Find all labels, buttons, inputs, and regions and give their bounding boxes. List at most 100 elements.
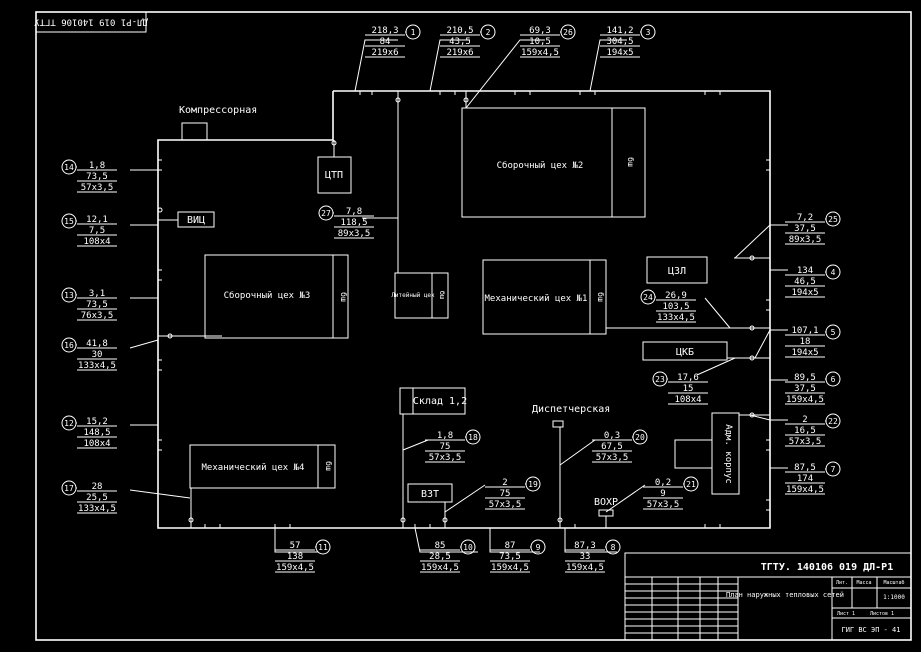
node-value: 3,1 xyxy=(89,289,105,299)
admin-label: Адм. корпус xyxy=(723,424,733,484)
vohr-label: ВОХР xyxy=(594,497,618,508)
warehouse-label: Склад 1,2 xyxy=(413,396,467,407)
title-sheet: Лист 1 xyxy=(837,611,855,617)
node-id: 3 xyxy=(646,28,651,37)
node-value: 159x4,5 xyxy=(786,395,824,405)
stamp-box xyxy=(35,11,147,33)
node-id: 20 xyxy=(635,433,645,442)
ctp-label: ЦТП xyxy=(325,170,343,181)
node-value: 141,2 xyxy=(606,26,633,36)
node-value: 118,5 xyxy=(340,218,367,228)
mech1-label: Механический цех №1 xyxy=(485,294,588,304)
node-id: 2 xyxy=(486,28,491,37)
node-value: 87,3 xyxy=(574,541,596,551)
title-sheets: Листов 1 xyxy=(870,611,894,617)
node-value: 28,5 xyxy=(429,552,451,562)
node-id: 12 xyxy=(64,419,74,428)
node-value: 108x4 xyxy=(674,395,701,405)
node-value: 26,9 xyxy=(665,291,687,301)
node-value: 133x4,5 xyxy=(78,504,116,514)
node-value: 218,3 xyxy=(371,26,398,36)
node-id: 1 xyxy=(411,28,416,37)
ckb-building xyxy=(642,341,728,361)
dispatch-building xyxy=(552,420,564,428)
node-value: 84 xyxy=(380,37,391,47)
node-value: 159x4,5 xyxy=(566,563,604,573)
node-value: 133x4,5 xyxy=(78,361,116,371)
node-value: 28 xyxy=(92,482,103,492)
czl-building xyxy=(646,256,708,284)
node-value: 46,5 xyxy=(794,277,816,287)
node-id: 27 xyxy=(321,209,331,218)
node-id: 7 xyxy=(831,465,836,474)
node-value: 76x3,5 xyxy=(81,311,114,321)
compressor-building xyxy=(181,122,208,141)
title-scale-header: Масштаб xyxy=(883,579,904,586)
mech1-bsh: бш xyxy=(596,292,606,302)
node-value: 69,3 xyxy=(529,26,551,36)
node-value: 89x3,5 xyxy=(789,235,822,245)
node-value: 73,5 xyxy=(499,552,521,562)
node-id: 15 xyxy=(64,217,74,226)
node-value: 103,5 xyxy=(662,302,689,312)
mech1-building xyxy=(482,259,607,335)
node-value: 1,8 xyxy=(437,431,453,441)
node-value: 159x4,5 xyxy=(786,485,824,495)
node-value: 57x3,5 xyxy=(789,437,822,447)
node-value: 87 xyxy=(505,541,516,551)
node-value: 25,5 xyxy=(86,493,108,503)
site-boundary xyxy=(157,90,771,529)
title-name: План наружных тепловых сетей xyxy=(726,591,844,599)
node-value: 73,5 xyxy=(86,172,108,182)
node-value: 57x3,5 xyxy=(81,183,114,193)
foundry-label: Литейный цех xyxy=(391,292,435,299)
node-value: 159x4,5 xyxy=(276,563,314,573)
ckb-label: ЦКБ xyxy=(676,347,694,358)
assembly2-label: Сборочный цех №2 xyxy=(497,160,584,171)
foundry-bsh: бш xyxy=(438,291,446,299)
vic-label: ВИЦ xyxy=(187,215,205,226)
node-value: 194x5 xyxy=(606,48,633,58)
node-value: 87,5 xyxy=(794,463,816,473)
node-id: 14 xyxy=(64,163,74,172)
node-value: 210,5 xyxy=(446,26,473,36)
node-value: 219x6 xyxy=(446,48,473,58)
node-value: 57 xyxy=(290,541,301,551)
node-value: 7,8 xyxy=(346,207,362,217)
node-value: 15,2 xyxy=(86,417,108,427)
node-value: 1,8 xyxy=(89,161,105,171)
node-value: 57x3,5 xyxy=(596,453,629,463)
node-id: 16 xyxy=(64,341,74,350)
mech4-label: Механический цех №4 xyxy=(202,463,305,473)
admin-building xyxy=(711,412,740,495)
title-mass: Масса xyxy=(856,580,871,586)
mech4-building xyxy=(189,444,336,489)
czl-label: ЦЗЛ xyxy=(668,266,686,277)
node-id: 21 xyxy=(686,480,696,489)
assembly2-bsh: бш xyxy=(626,157,636,167)
warehouse-building xyxy=(399,387,466,415)
node-id: 4 xyxy=(831,268,836,277)
node-value: 174 xyxy=(797,474,813,484)
node-value: 108x4 xyxy=(83,439,110,449)
mech4-bsh: бш xyxy=(324,461,334,471)
vzt-label: ВЗТ xyxy=(421,489,439,500)
assembly2-building xyxy=(461,107,646,218)
node-value: 7,2 xyxy=(797,213,813,223)
node-id: 6 xyxy=(831,375,836,384)
node-id: 22 xyxy=(828,417,838,426)
node-value: 148,5 xyxy=(83,428,110,438)
node-value: 57x3,5 xyxy=(429,453,462,463)
